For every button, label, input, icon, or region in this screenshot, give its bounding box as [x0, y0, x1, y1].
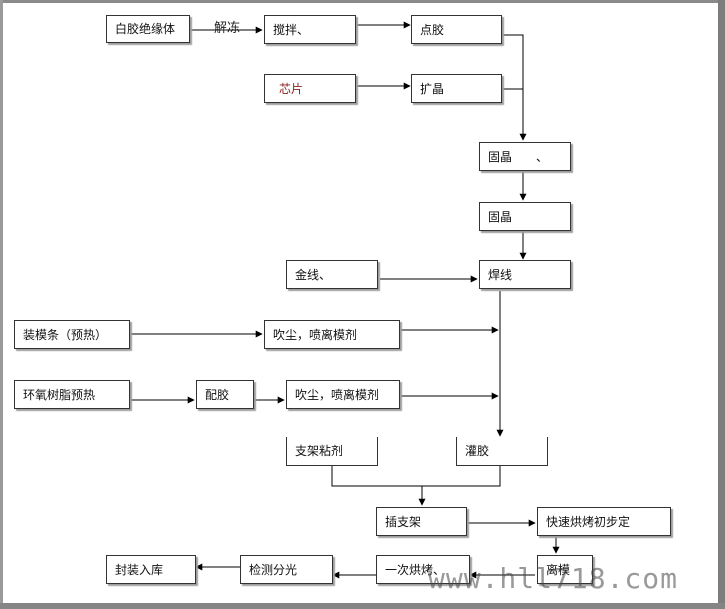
node-label: 吹尘，喷离模剂	[273, 327, 358, 342]
node-wire-bond: 焊线	[479, 260, 571, 289]
node-white-glue-insulator: 白胶绝缘体	[106, 15, 190, 43]
node-label: 一次烘烤、	[385, 562, 446, 577]
edge-label-thaw: 解冻	[214, 21, 241, 36]
node-blow-dust-release-agent-1: 吹尘，喷离模剂	[264, 320, 400, 349]
node-label: 焊线	[488, 267, 513, 282]
node-fast-bake-preset: 快速烘烤初步定	[537, 507, 671, 536]
merge-bracket-pour	[331, 466, 501, 487]
node-insert-bracket: 插支架	[376, 507, 467, 536]
node-stir: 搅拌、	[264, 15, 356, 44]
node-chip: 芯片	[264, 74, 356, 103]
node-label: 吹尘，喷离模剂	[295, 387, 380, 402]
node-label: 搅拌、	[273, 22, 310, 37]
node-label: 插支架	[385, 514, 422, 529]
node-label: 封装入库	[115, 562, 164, 577]
node-label: 扩晶	[420, 81, 445, 96]
node-mix-glue: 配胶	[196, 380, 254, 409]
node-label: 金线、	[295, 267, 332, 282]
node-label: 白胶绝缘体	[115, 22, 176, 36]
node-mold-strip-preheat: 装模条（预热）	[14, 320, 130, 349]
node-test-sorting: 检测分光	[240, 555, 333, 584]
node-label: 固晶	[488, 209, 513, 224]
arrow-dispense-to-fix	[502, 34, 527, 141]
node-demold: 离模	[537, 555, 593, 584]
node-label: 快速烘烤初步定	[546, 514, 631, 529]
node-label: 支架粘剂	[295, 444, 344, 458]
node-label: 点胶	[420, 22, 445, 37]
frame-border-left	[0, 0, 3, 609]
node-label: 固晶 、	[488, 149, 549, 164]
node-bracket-adhesive: 支架粘剂	[286, 437, 378, 466]
node-gold-wire: 金线、	[286, 260, 378, 289]
frame-border-right	[718, 0, 725, 609]
node-package-store: 封装入库	[106, 555, 196, 584]
node-label: 芯片	[279, 81, 304, 96]
node-label: 装模条（预热）	[23, 327, 108, 342]
node-die-bond-2: 固晶	[479, 202, 571, 231]
node-label: 离模	[546, 562, 571, 577]
node-first-bake: 一次烘烤、	[376, 555, 470, 584]
node-pour-glue: 灌胶	[456, 437, 548, 466]
node-label: 环氧树脂预热	[23, 387, 96, 402]
node-die-bond-1: 固晶 、	[479, 142, 571, 171]
node-expand-crystal: 扩晶	[411, 74, 502, 103]
node-label: 配胶	[205, 387, 230, 402]
node-epoxy-preheat: 环氧树脂预热	[14, 380, 130, 409]
site-watermark: www.hll718.com	[428, 562, 679, 595]
node-label: 检测分光	[249, 562, 298, 577]
node-label: 灌胶	[465, 444, 490, 458]
node-blow-dust-release-agent-2: 吹尘，喷离模剂	[286, 380, 400, 409]
node-dispense: 点胶	[411, 15, 502, 44]
frame-border-bottom	[0, 603, 725, 609]
frame-border-top	[0, 0, 725, 3]
